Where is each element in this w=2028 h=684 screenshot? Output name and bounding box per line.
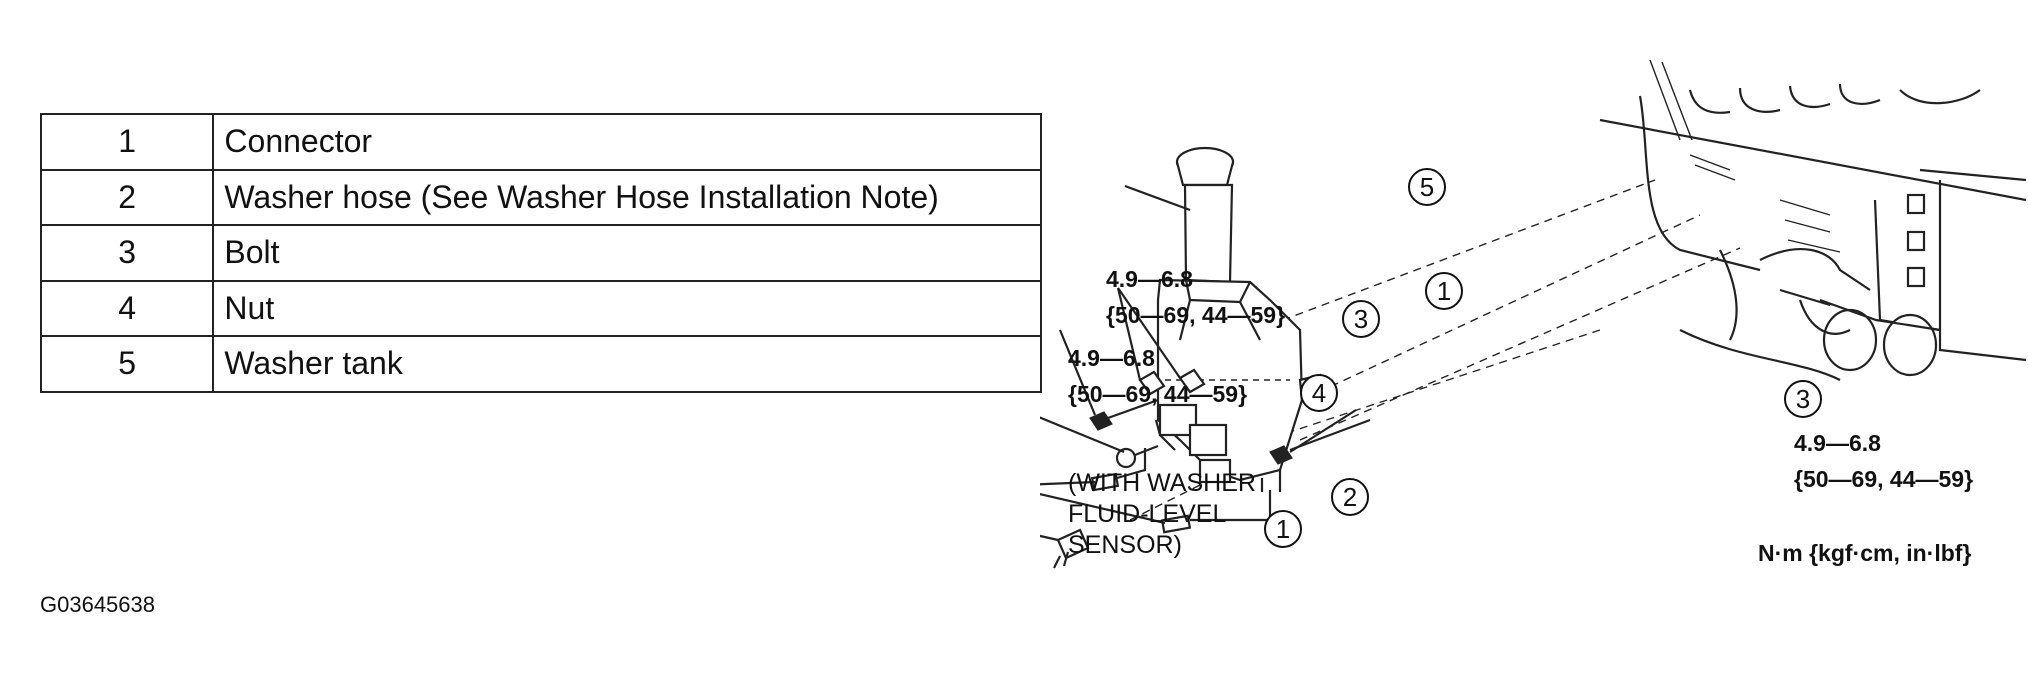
washer-tank-illustration — [1040, 59, 2026, 569]
torque-right-range: 4.9—6.8 — [1794, 430, 1881, 456]
torque-lower-left-metric: {50—69, 44—59} — [1068, 381, 1248, 407]
callout-washer-tank: 5 — [1408, 168, 1446, 206]
callout-connector-top: 1 — [1425, 272, 1463, 310]
sensor-note: (WITH WASHER FLUID-LEVEL SENSOR) — [1068, 469, 1256, 559]
part-description: Washer hose (See Washer Hose Installatio… — [212, 168, 1042, 227]
callout-bolt-right: 3 — [1784, 380, 1822, 418]
units-note: N·m {kgf·cm, in·lbf} — [1758, 540, 1972, 566]
torque-upper-left-range: 4.9—6.8 — [1106, 266, 1193, 292]
part-description: Bolt — [212, 224, 1042, 282]
part-description: Connector — [212, 113, 1042, 171]
callout-connector-bottom: 1 — [1264, 510, 1302, 548]
part-description: Nut — [212, 279, 1042, 338]
table-row: 3 Bolt — [39, 224, 1042, 282]
part-number: 3 — [39, 224, 215, 282]
torque-right-metric: {50—69, 44—59} — [1794, 466, 1974, 492]
callout-washer-hose: 2 — [1331, 478, 1369, 516]
callout-bolt-left: 3 — [1342, 300, 1380, 338]
part-description: Washer tank — [212, 335, 1042, 393]
torque-lower-left-range: 4.9—6.8 — [1068, 345, 1155, 371]
callout-nut: 4 — [1300, 374, 1338, 412]
part-number: 4 — [39, 279, 215, 338]
part-number: 1 — [39, 113, 215, 171]
table-row: 5 Washer tank — [39, 335, 1042, 393]
figure-id: G03645638 — [40, 592, 155, 617]
part-number: 2 — [39, 168, 215, 227]
parts-table: 1 Connector 2 Washer hose (See Washer Ho… — [39, 113, 1042, 393]
part-number: 5 — [39, 335, 215, 393]
table-row: 2 Washer hose (See Washer Hose Installat… — [39, 168, 1042, 227]
table-row: 4 Nut — [39, 279, 1042, 338]
table-row: 1 Connector — [39, 113, 1042, 171]
torque-upper-left-metric: {50—69, 44—59} — [1106, 302, 1286, 328]
